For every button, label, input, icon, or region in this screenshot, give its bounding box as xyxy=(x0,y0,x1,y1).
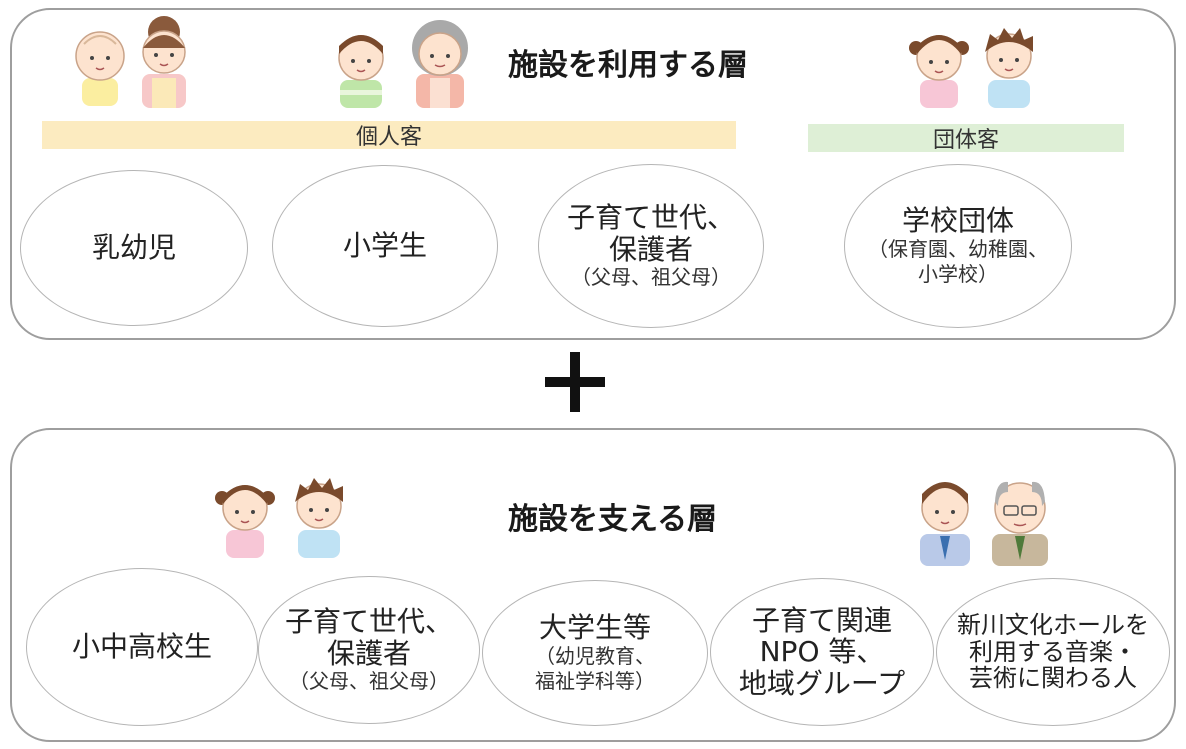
arts-people-circle: 新川文化ホールを 利用する音楽・ 芸術に関わる人 xyxy=(936,578,1170,726)
users-title: 施設を利用する層 xyxy=(508,48,748,83)
man-icon xyxy=(920,482,970,566)
school-groups-circle: 学校団体 （保育園、幼稚園、 小学校） xyxy=(844,164,1072,328)
university-students-circle: 大学生等 （幼児教育、 福祉学科等） xyxy=(482,580,708,726)
girl-icon xyxy=(909,35,969,108)
mother-icon xyxy=(142,16,186,108)
students-circle: 小中高校生 xyxy=(26,568,258,726)
elementary-circle: 小学生 xyxy=(272,165,498,327)
community-groups-circle: 子育て関連 NPO 等、 地域グループ xyxy=(710,578,934,726)
girl-icon xyxy=(215,485,275,558)
infants-circle: 乳幼児 xyxy=(20,170,248,326)
individual-customers-band: 個人客 xyxy=(42,121,736,150)
plus-icon xyxy=(545,352,605,412)
boy-icon xyxy=(985,28,1033,108)
parents-support-circle: 子育て世代、 保護者 （父母、祖父母） xyxy=(258,576,480,724)
group-customers-band: 団体客 xyxy=(808,124,1124,153)
boy-icon xyxy=(338,35,384,108)
baby-icon xyxy=(75,31,125,106)
boy-icon xyxy=(295,478,343,558)
parents-circle: 子育て世代、 保護者 （父母、祖父母） xyxy=(538,164,764,328)
grandmother-icon xyxy=(412,20,468,108)
supporters-title: 施設を支える層 xyxy=(508,502,718,537)
grandfather-icon xyxy=(992,481,1048,566)
